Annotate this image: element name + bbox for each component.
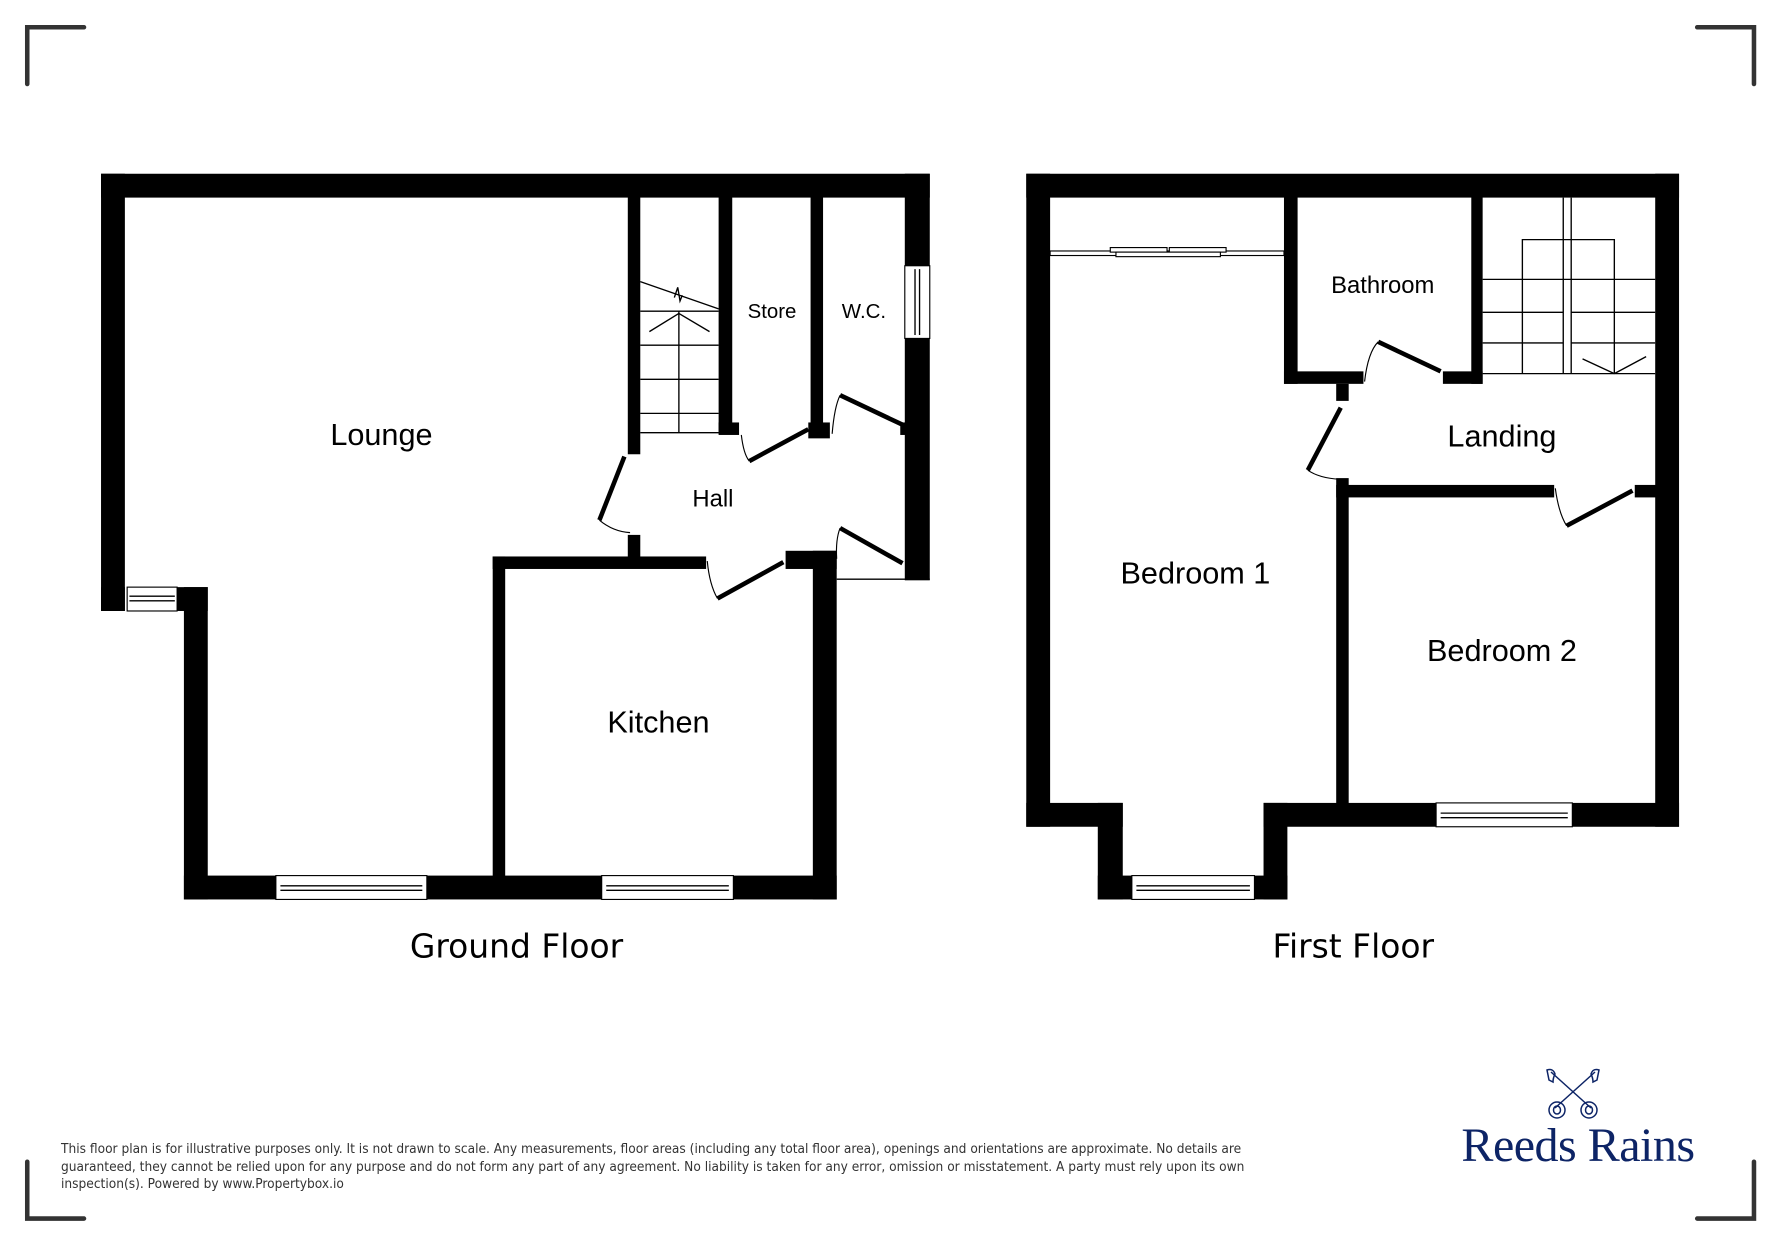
room-label-store: Store [748,301,797,323]
bracket-top-left [24,24,87,87]
room-label-landing: Landing [1447,419,1556,453]
ground-windows [126,265,931,901]
room-label-bathroom: Bathroom [1331,272,1434,299]
room-label-bedroom-2: Bedroom 2 [1427,634,1577,668]
floor-label-first: First Floor [1272,926,1434,965]
room-label-wc: W.C. [842,301,886,323]
brand-logo-text: Reeds Rains [1461,1119,1695,1172]
room-label-lounge: Lounge [330,418,432,452]
room-label-kitchen: Kitchen [607,705,709,739]
crossed-keys-icon [1546,1068,1600,1119]
wardrobe-doors [1049,247,1285,258]
ground-floor-plan: Lounge Hall Store W.C. Kitchen Ground Fl… [101,173,931,965]
ground-doors [597,393,930,601]
bracket-bottom-right [1694,1159,1757,1221]
room-label-bedroom-1: Bedroom 1 [1120,557,1270,591]
first-floor-stairs [1482,197,1656,375]
first-floor-doors [1305,339,1634,528]
bracket-top-right [1694,24,1757,87]
ground-stairs [640,280,719,434]
disclaimer-text: This floor plan is for illustrative purp… [61,1142,1245,1192]
first-floor-plan: Bathroom Landing Bedroom 1 Bedroom 2 Fir… [1026,173,1680,965]
first-floor-windows [1131,802,1573,901]
floor-label-ground: Ground Floor [410,926,624,965]
bracket-bottom-left [24,1159,87,1221]
corner-brackets [24,24,1757,1221]
room-label-hall: Hall [692,485,733,512]
